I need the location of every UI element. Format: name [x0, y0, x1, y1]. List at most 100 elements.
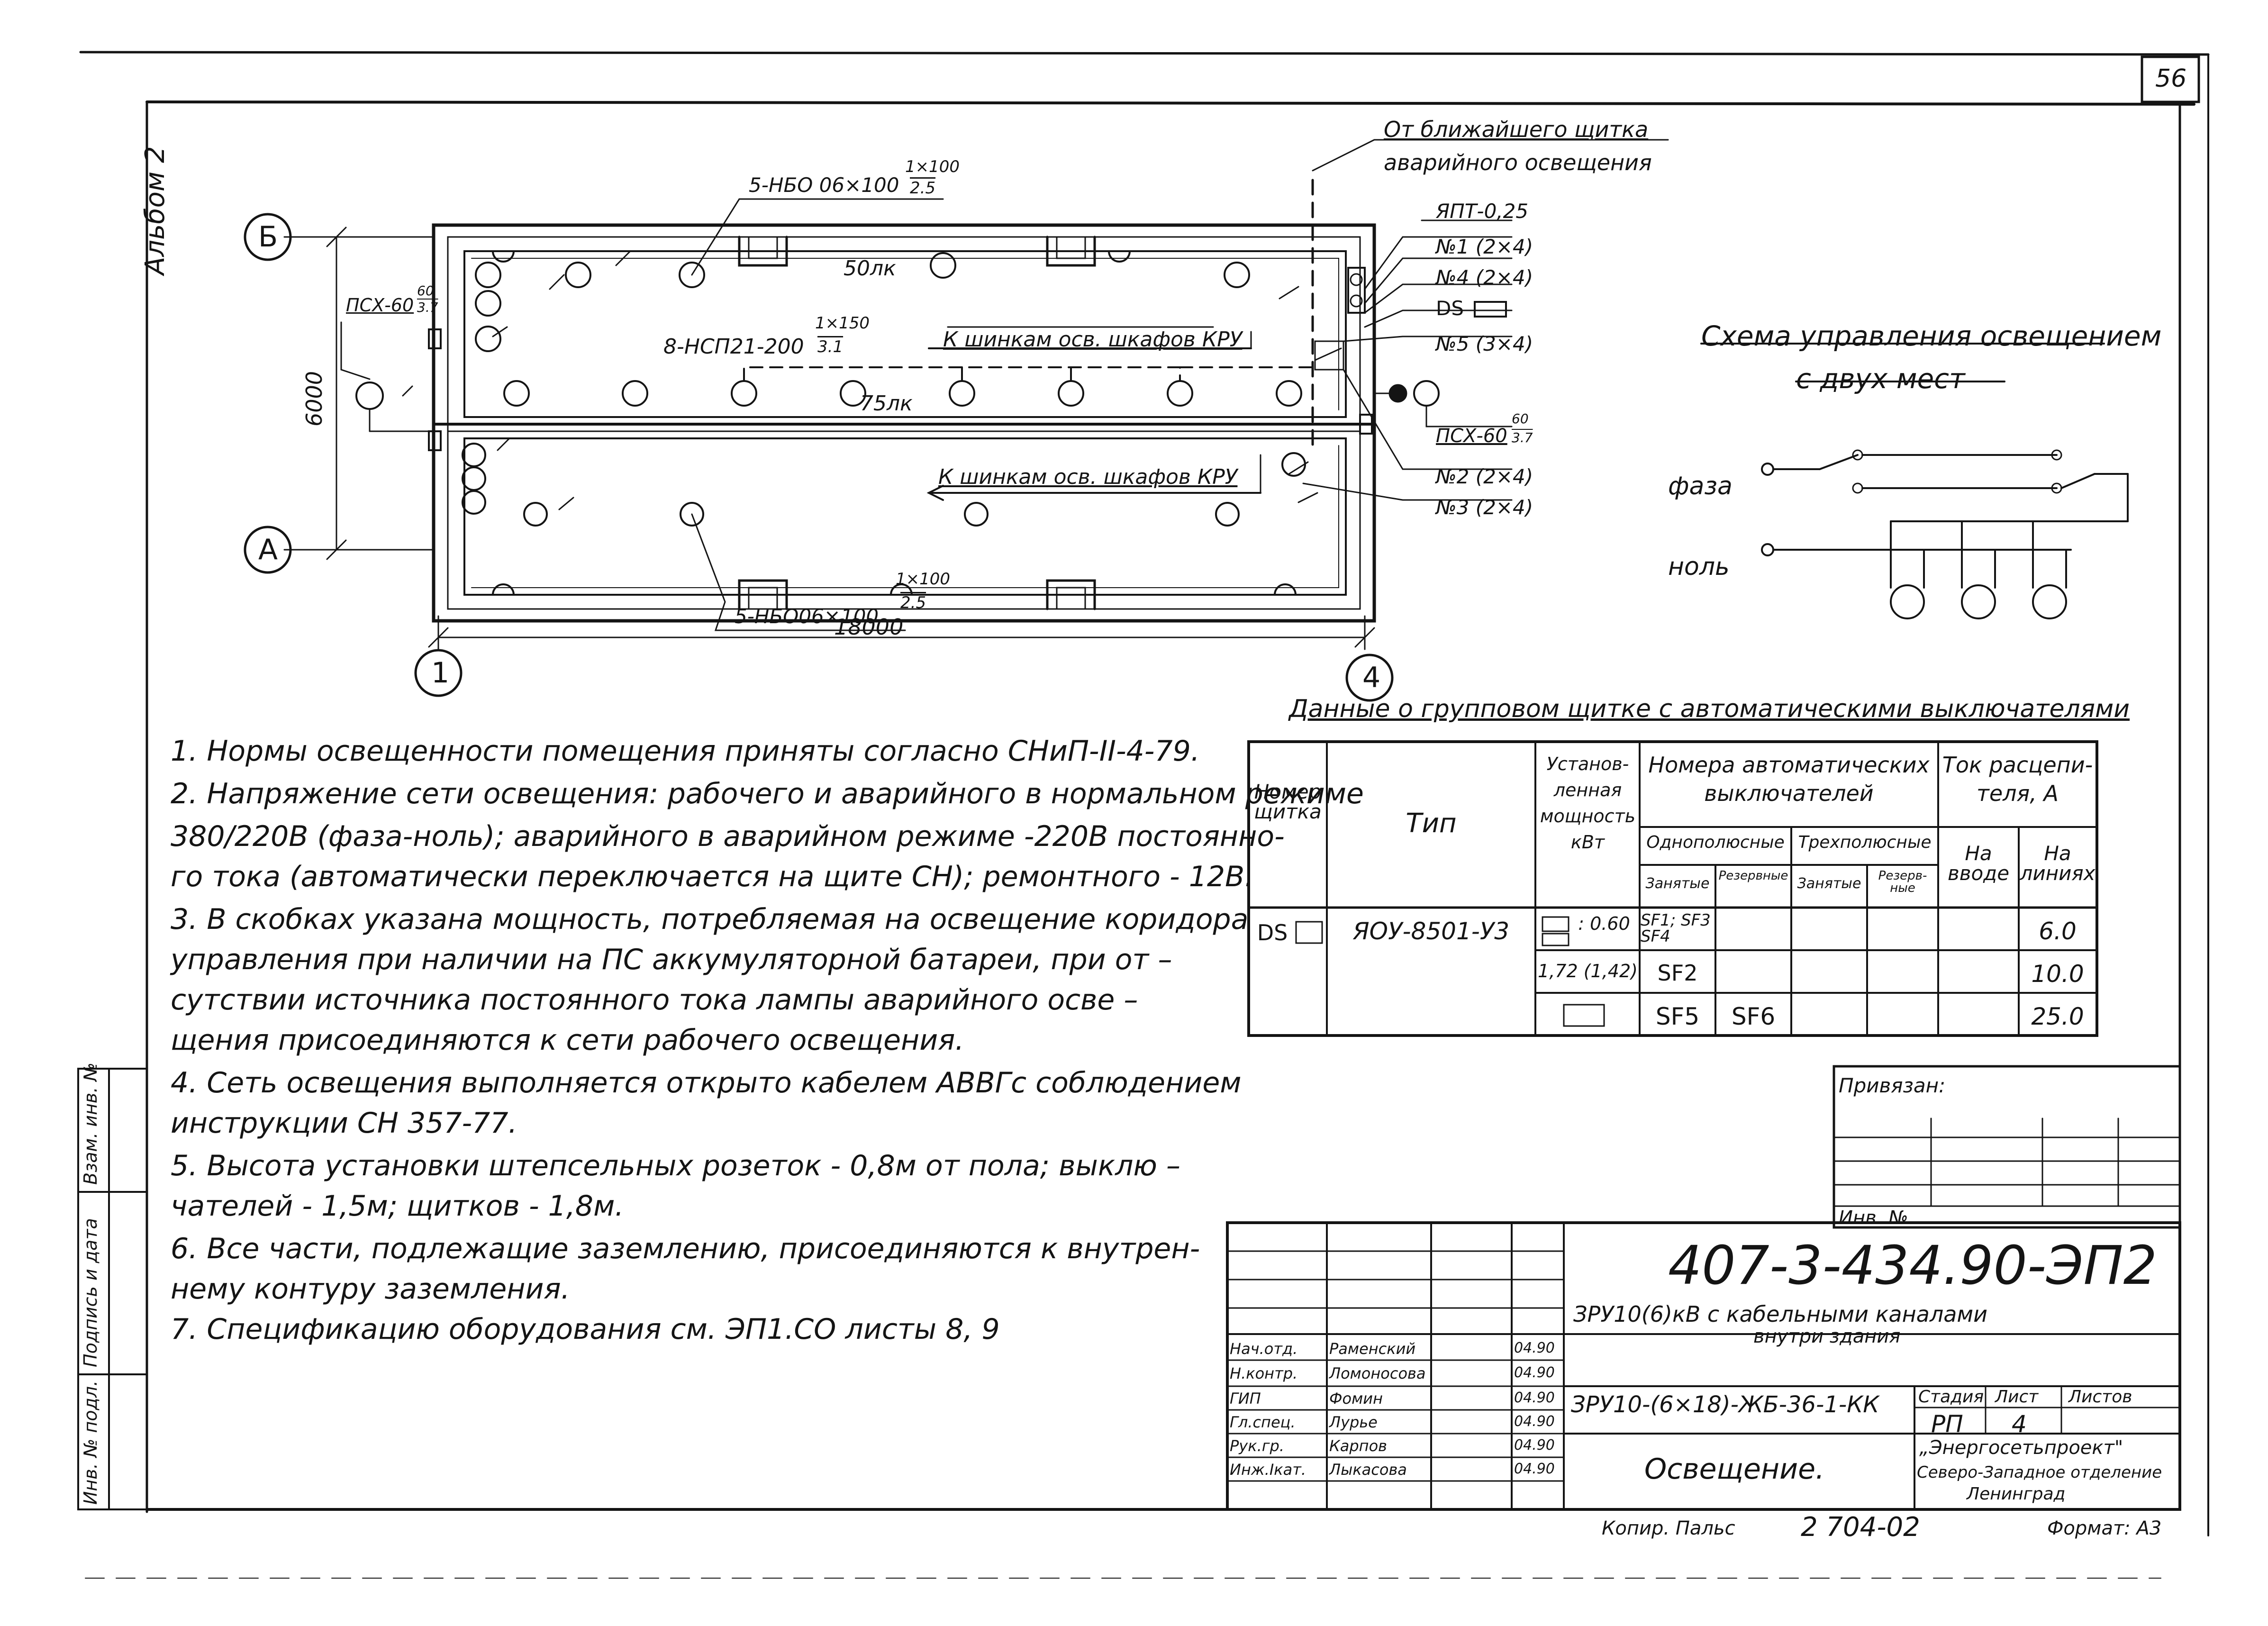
mid-lamps-frac-den: 3.1 — [817, 337, 844, 356]
table-cell: 10.0 — [2031, 960, 2084, 988]
sheets-header: Листов — [2068, 1387, 2132, 1407]
table-cell: 1,72 (1,42) — [1538, 961, 1638, 981]
psx-left-num: 60 — [417, 283, 434, 299]
signer-name: Раменский — [1329, 1340, 1416, 1358]
signer-date: 04.90 — [1514, 1461, 1555, 1477]
th-number: Номер щитка — [1254, 780, 1322, 823]
signer-name: Лурье — [1329, 1413, 1378, 1431]
mid-lux: 75лк — [860, 391, 913, 416]
mid-lamps-frac-num: 1×150 — [815, 314, 870, 333]
th-input: На вводе — [1947, 842, 2010, 885]
th-current: Ток расцепи­теля, А — [1942, 752, 2093, 806]
page-number: 56 — [2155, 64, 2187, 93]
table-title: Данные о групповом щитке с автоматически… — [1289, 695, 2130, 723]
side-stamp-inv-orig: Инв. № подл. — [80, 1380, 101, 1505]
control-scheme-title: Схема управления освещением — [1701, 320, 2162, 352]
note-line: 6. Все части, подлежащие заземлению, при… — [171, 1232, 1200, 1265]
psx-right-num: 60 — [1512, 411, 1529, 427]
dimension-vertical: 6000 — [301, 371, 327, 427]
org-city: Ленинград — [1967, 1484, 2066, 1504]
top-lamps-frac-den: 2.5 — [910, 179, 936, 198]
th-reserve: Резерв­ные — [1718, 869, 1788, 883]
group-5: №5 (3×4) — [1436, 332, 1533, 355]
group-1: №1 (2×4) — [1436, 235, 1533, 258]
axis-label-1: 1 — [431, 656, 450, 690]
table-cell: SF1; SF3 SF4 — [1641, 911, 1711, 946]
copied-by: Копир. Пальс — [1602, 1517, 1735, 1539]
bottom-lamps-frac-num: 1×100 — [896, 570, 951, 589]
th-type: Тип — [1406, 808, 1457, 839]
neutral-label: ноль — [1668, 553, 1730, 581]
inventory-number: 2 704-02 — [1801, 1512, 1920, 1543]
top-lamps-spec: 5-НБО 06×100 — [749, 173, 899, 197]
org-branch: Северо-Западное отделение — [1917, 1463, 2162, 1482]
table-cell: : 0.60 — [1578, 913, 1630, 934]
th-power: Установ­ленная мощность кВт — [1540, 754, 1636, 853]
bus-bottom-label: К шинкам осв. шкафов КРУ — [938, 465, 1238, 489]
signer-date: 04.90 — [1514, 1364, 1555, 1381]
org-name: „Энергосетьпроект" — [1919, 1437, 2123, 1459]
signer-role: Инж.Ікат. — [1230, 1461, 1306, 1479]
th-occupied-3: Занятые — [1797, 875, 1861, 892]
signer-name: Ломоносова — [1329, 1364, 1426, 1382]
axis-label-a: А — [258, 533, 278, 566]
stage-header: Стадия — [1918, 1387, 1984, 1407]
group-4: №4 (2×4) — [1436, 266, 1533, 289]
side-stamp-sign-date: Подпись и дата — [80, 1218, 101, 1367]
table-cell: 25.0 — [2031, 1003, 2084, 1030]
note-line: нему контуру заземления. — [171, 1272, 570, 1306]
note-line: 5. Высота установки штепсельных розеток … — [171, 1149, 1180, 1182]
signer-role: Рук.гр. — [1230, 1437, 1285, 1455]
project-title-1: ЗРУ10(6)кВ с кабельными каналами — [1573, 1301, 1988, 1327]
album-label: Альбом 2 — [140, 146, 171, 275]
note-line: 1. Нормы освещенности помещения приняты … — [171, 735, 1200, 768]
th-occupied: Занятые — [1645, 875, 1710, 892]
bus-top-label: К шинкам осв. шкафов КРУ — [943, 327, 1243, 352]
drawing-code: 407-3-434.90-ЭП2 — [1668, 1235, 2157, 1297]
signer-role: ГИП — [1230, 1390, 1261, 1408]
dimension-horizontal: 18000 — [834, 614, 904, 640]
axis-label-4: 4 — [1362, 661, 1381, 694]
note-line: щения присоединяются к сети рабочего осв… — [171, 1024, 964, 1057]
table-cell: ЯОУ-8501-У3 — [1352, 917, 1510, 945]
sheet-value: 4 — [2012, 1410, 2027, 1438]
group-3: №3 (2×4) — [1436, 496, 1533, 519]
psx-right-den: 3.7 — [1512, 430, 1533, 445]
signer-role: Нач.отд. — [1230, 1340, 1298, 1358]
drawing-name: Освещение. — [1644, 1453, 1825, 1486]
signer-date: 04.90 — [1514, 1413, 1555, 1430]
panel-ds: DS — [1436, 297, 1464, 320]
th-single-pole: Однополюсные — [1646, 833, 1785, 852]
psx-left-label: ПСХ-60 — [346, 295, 414, 316]
project-title-2: внутри здания — [1753, 1326, 1901, 1347]
axis-label-b: Б — [258, 220, 278, 254]
control-scheme-subtitle: с двух мест — [1796, 363, 1965, 395]
th-reserve-3: Резерв­ные — [1878, 869, 1927, 895]
signer-role: Гл.спец. — [1230, 1413, 1296, 1431]
note-line: сутствии источника постоянного тока ламп… — [171, 983, 1138, 1017]
panel-ds-symbol — [1474, 301, 1507, 318]
th-three-pole: Трехполюсные — [1798, 833, 1932, 852]
note-line: 380/220В (фаза-ноль); аварийного в авари… — [171, 820, 1285, 853]
note-line: 2. Напряжение сети освещения: рабочего и… — [171, 777, 1364, 810]
mid-lamps-spec: 8-НСП21-200 — [663, 335, 804, 359]
sheet-header: Лист — [1995, 1387, 2039, 1407]
bound-label: Привязан: — [1839, 1074, 1946, 1097]
table-cell: SF5 — [1655, 1003, 1700, 1030]
table-cell: SF6 — [1731, 1003, 1776, 1030]
th-breakers: Номера автоматических выключателей — [1648, 752, 1930, 806]
emergency-feed-label-2: аварийного освещения — [1384, 150, 1652, 175]
signer-date: 04.90 — [1514, 1340, 1555, 1356]
top-lamps-frac-num: 1×100 — [905, 157, 960, 176]
stage-value: РП — [1931, 1410, 1963, 1438]
table-cell: 6.0 — [2039, 917, 2077, 945]
signer-name: Карпов — [1329, 1437, 1387, 1455]
note-line: 3. В скобках указана мощность, потребляе… — [171, 903, 1249, 936]
phase-label: фаза — [1668, 472, 1733, 500]
sheet-format: Формат: А3 — [2047, 1517, 2162, 1539]
psx-right-label: ПСХ-60 — [1436, 425, 1507, 447]
panel-yapt: ЯПТ-0,25 — [1436, 200, 1529, 223]
signer-date: 04.90 — [1514, 1437, 1555, 1453]
note-line: чателей - 1,5м; щитков - 1,8м. — [171, 1190, 624, 1223]
